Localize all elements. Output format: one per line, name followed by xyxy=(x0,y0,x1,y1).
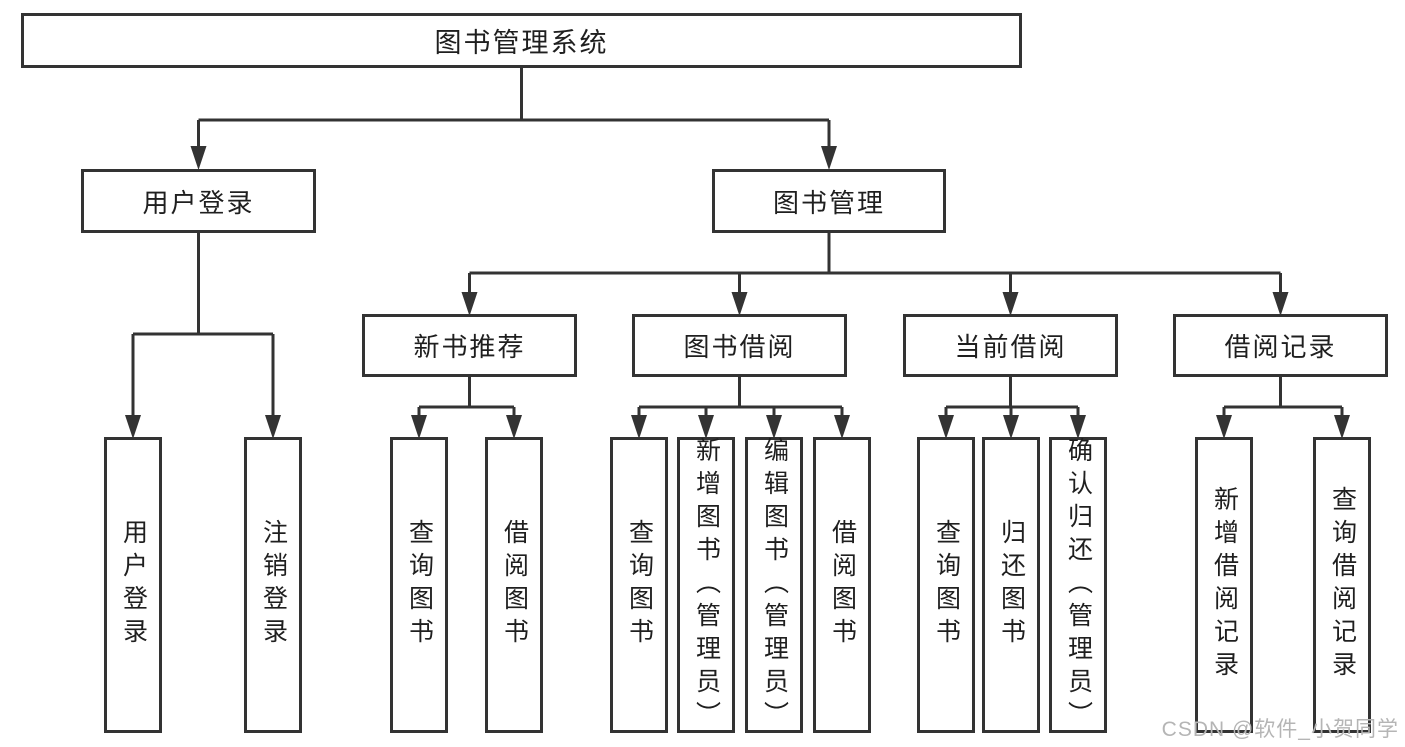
leaf-return-books: 归还图书 xyxy=(982,437,1040,733)
leaf-confirm-return-admin: 确认归还（管理员） xyxy=(1049,436,1107,734)
node-book-borrow: 图书借阅 xyxy=(632,314,847,377)
leaf-query-books-borrow-label: 查询图书 xyxy=(625,519,654,651)
leaf-add-borrow-record-label: 新增借阅记录 xyxy=(1210,486,1239,684)
node-user-login: 用户登录 xyxy=(81,169,316,233)
node-book-management: 图书管理 xyxy=(712,169,946,233)
leaf-edit-books-admin-label: 编辑图书（管理员） xyxy=(760,436,789,734)
leaf-user-login: 用户登录 xyxy=(104,437,162,733)
leaf-query-books-recommend-label: 查询图书 xyxy=(405,519,434,651)
leaf-edit-books-admin: 编辑图书（管理员） xyxy=(745,436,803,734)
leaf-confirm-return-admin-label: 确认归还（管理员） xyxy=(1064,436,1093,734)
leaf-return-books-label: 归还图书 xyxy=(997,519,1026,651)
leaf-query-books-recommend: 查询图书 xyxy=(390,437,448,733)
leaf-add-books-admin-label: 新增图书（管理员） xyxy=(692,436,721,734)
leaf-borrow-books-label: 借阅图书 xyxy=(828,519,857,651)
leaf-logout-label: 注销登录 xyxy=(259,519,288,651)
leaf-borrow-books: 借阅图书 xyxy=(813,437,871,733)
node-library-management-system: 图书管理系统 xyxy=(21,13,1022,68)
leaf-borrow-books-recommend-label: 借阅图书 xyxy=(500,519,529,651)
leaf-query-books-current: 查询图书 xyxy=(917,437,975,733)
arrowheads xyxy=(125,146,1350,439)
leaf-logout: 注销登录 xyxy=(244,437,302,733)
node-current-borrow: 当前借阅 xyxy=(903,314,1118,377)
leaf-query-books-borrow: 查询图书 xyxy=(610,437,668,733)
csdn-watermark: CSDN @软件_小贺同学 xyxy=(1161,718,1399,741)
leaf-query-borrow-record: 查询借阅记录 xyxy=(1313,437,1371,733)
leaf-query-borrow-record-label: 查询借阅记录 xyxy=(1328,486,1357,684)
leaf-user-login-label: 用户登录 xyxy=(119,519,148,651)
leaf-query-books-current-label: 查询图书 xyxy=(932,519,961,651)
node-borrow-records: 借阅记录 xyxy=(1173,314,1388,377)
leaf-add-books-admin: 新增图书（管理员） xyxy=(677,436,735,734)
node-new-book-recommend: 新书推荐 xyxy=(362,314,577,377)
leaf-borrow-books-recommend: 借阅图书 xyxy=(485,437,543,733)
leaf-add-borrow-record: 新增借阅记录 xyxy=(1195,437,1253,733)
